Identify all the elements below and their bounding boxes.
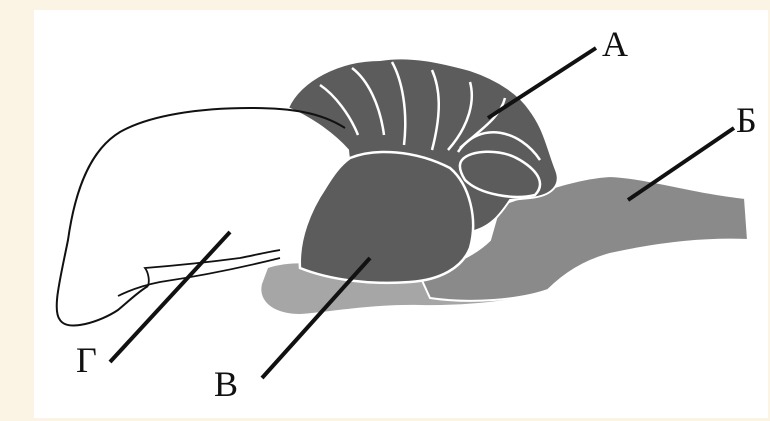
pointer-line-g: [110, 232, 230, 362]
pointer-line-a: [488, 48, 596, 118]
label-g: Г: [76, 340, 97, 380]
midbrain-region: [300, 152, 473, 283]
label-a: А: [602, 24, 628, 64]
label-v: В: [214, 364, 238, 404]
label-b: Б: [736, 100, 757, 140]
